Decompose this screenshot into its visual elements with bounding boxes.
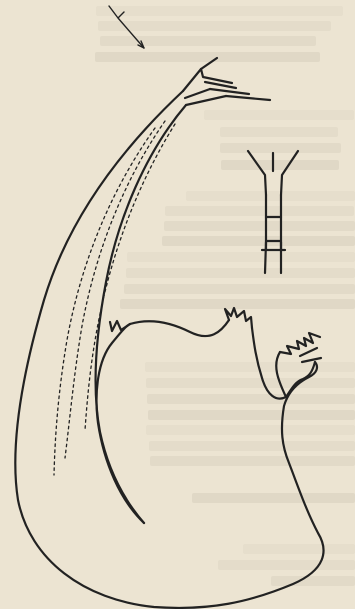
detail-inset [248,151,298,273]
pointer-arrow [109,6,144,48]
main-outline [15,58,323,608]
